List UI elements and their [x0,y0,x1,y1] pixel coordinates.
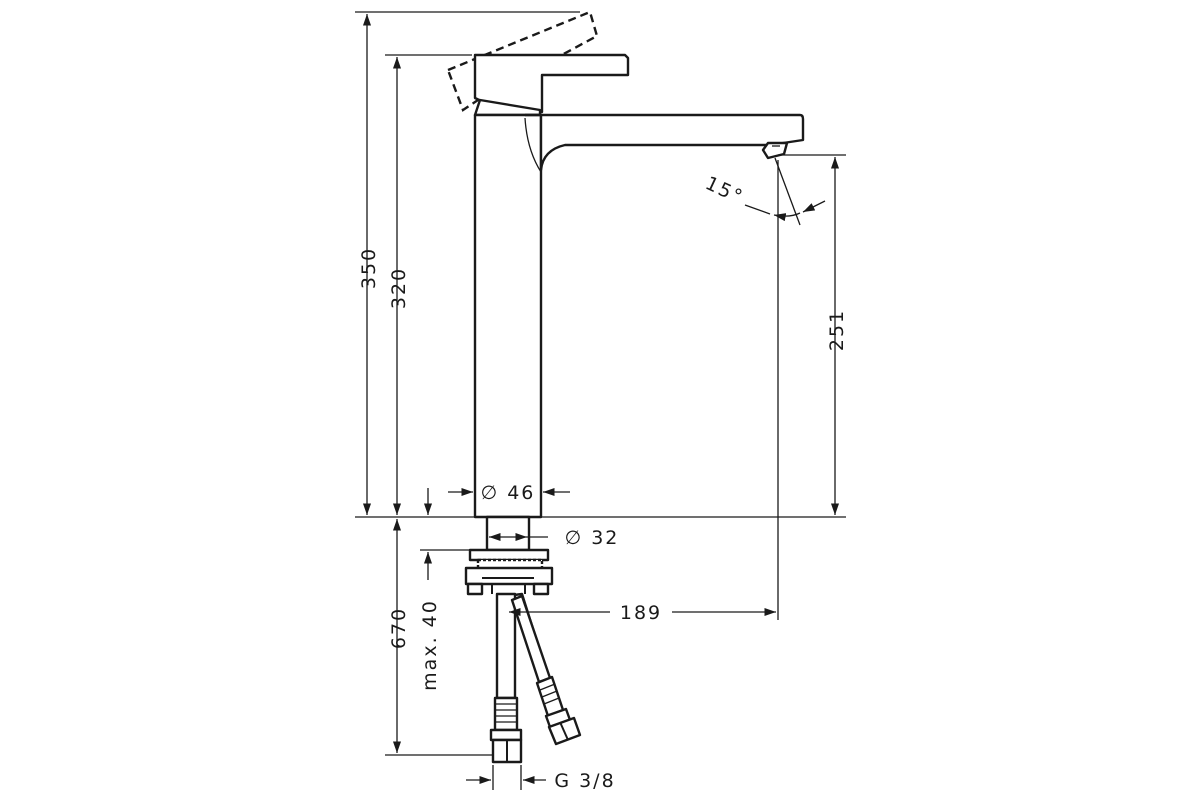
dim-base-diameter: ∅ 46 [481,482,536,504]
supply-hose-angled [510,594,582,746]
dim-total-height: 350 [358,247,380,289]
lever-open-dashed [446,10,599,112]
dimension-lines [362,14,840,785]
dim-height-to-lever: 320 [388,267,410,309]
dim-max-thickness: max. 40 [419,599,441,691]
supply-hose-straight [489,592,523,764]
dim-spout-reach: 189 [620,602,662,624]
dim-tilt-angle: 15° [702,172,747,209]
extension-lines [355,11,846,790]
faucet-column [473,113,543,519]
dim-shank-diameter: ∅ 32 [565,527,620,549]
dim-spout-height: 251 [826,309,848,351]
aerator [761,141,789,160]
shank [485,515,531,552]
faucet-body [446,10,805,764]
dim-thread: G 3/8 [554,770,615,792]
dimension-labels: 350 320 251 670 max. 40 ∅ 46 ∅ 32 189 G … [358,172,848,792]
mounting-nut-assembly [464,548,554,596]
dim-hose-length: 670 [388,607,410,649]
faucet-spout [525,113,805,172]
